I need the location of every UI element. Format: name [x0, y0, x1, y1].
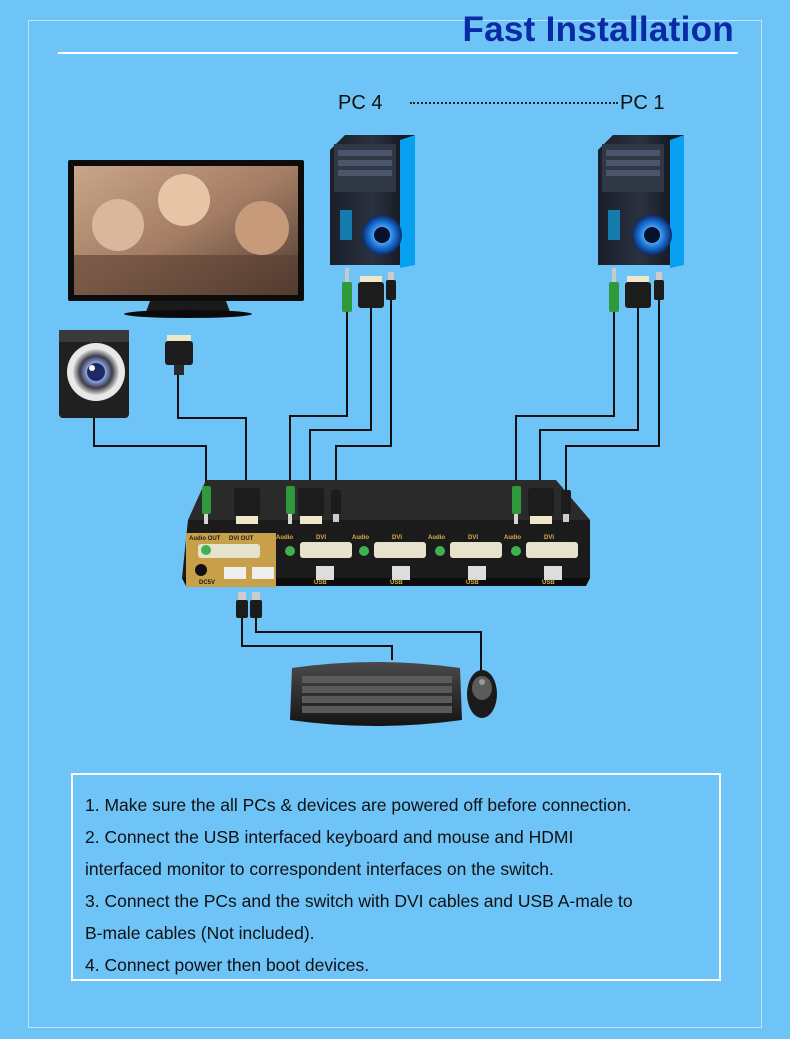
label-usb-port-4: USB — [314, 580, 327, 586]
instruction-line: 4. Connect power then boot devices. — [85, 955, 370, 975]
switch-plugs — [202, 486, 571, 618]
label-usb-port-3: USB — [390, 580, 403, 586]
instruction-line: 3. Connect the PCs and the switch with D… — [85, 891, 633, 911]
label-audio-port-1: Audio — [504, 535, 521, 541]
pc4-cable-plugs — [342, 268, 396, 312]
pc4-label: PC 4 — [338, 92, 383, 114]
instruction-line: 1. Make sure the all PCs & devices are p… — [85, 795, 632, 815]
page-frame — [28, 20, 762, 1028]
instruction-line: 2. Connect the USB interfaced keyboard a… — [85, 827, 574, 847]
mouse-icon — [467, 670, 497, 718]
cables — [93, 300, 660, 672]
switch-port-group-1 — [511, 542, 578, 580]
label-usb-port-1: USB — [542, 580, 555, 586]
pc1-label: PC 1 — [620, 92, 665, 114]
label-dvi-out: DVI OUT — [229, 536, 254, 542]
label-audio-port-2: Audio — [428, 535, 445, 541]
label-dvi-port-2: DVI — [468, 535, 478, 541]
monitor-icon — [68, 160, 304, 318]
switch-port-group-4 — [285, 542, 352, 580]
label-audio-out: Audio OUT — [189, 536, 221, 542]
instructions-box: 1. Make sure the all PCs & devices are p… — [71, 773, 721, 981]
dvi-plug-monitor — [165, 335, 193, 375]
label-dc: DC5V — [199, 580, 215, 586]
switch-port-group-3 — [359, 542, 426, 580]
pc4-tower-icon — [330, 135, 415, 268]
label-dvi-port-3: DVI — [392, 535, 402, 541]
page-title: Fast Installation — [462, 10, 734, 49]
pc1-tower-icon — [598, 135, 684, 268]
pc-range-dotted-line — [410, 102, 618, 104]
instruction-line: interfaced monitor to correspondent inte… — [85, 859, 554, 879]
label-usb-port-2: USB — [466, 580, 479, 586]
title-divider — [58, 52, 738, 54]
label-audio-port-4: Audio — [276, 535, 293, 541]
pc1-cable-plugs — [609, 268, 664, 312]
switch-port-group-2 — [435, 542, 502, 580]
connection-diagram: Audio OUT DVI OUT DC5V Audio DVI USB Aud… — [59, 135, 684, 726]
instruction-line: B-male cables (Not included). — [85, 923, 315, 943]
label-dvi-port-1: DVI — [544, 535, 554, 541]
keyboard-icon — [290, 662, 462, 726]
camera-icon — [59, 330, 129, 418]
label-dvi-port-4: DVI — [316, 535, 326, 541]
label-audio-port-3: Audio — [352, 535, 369, 541]
